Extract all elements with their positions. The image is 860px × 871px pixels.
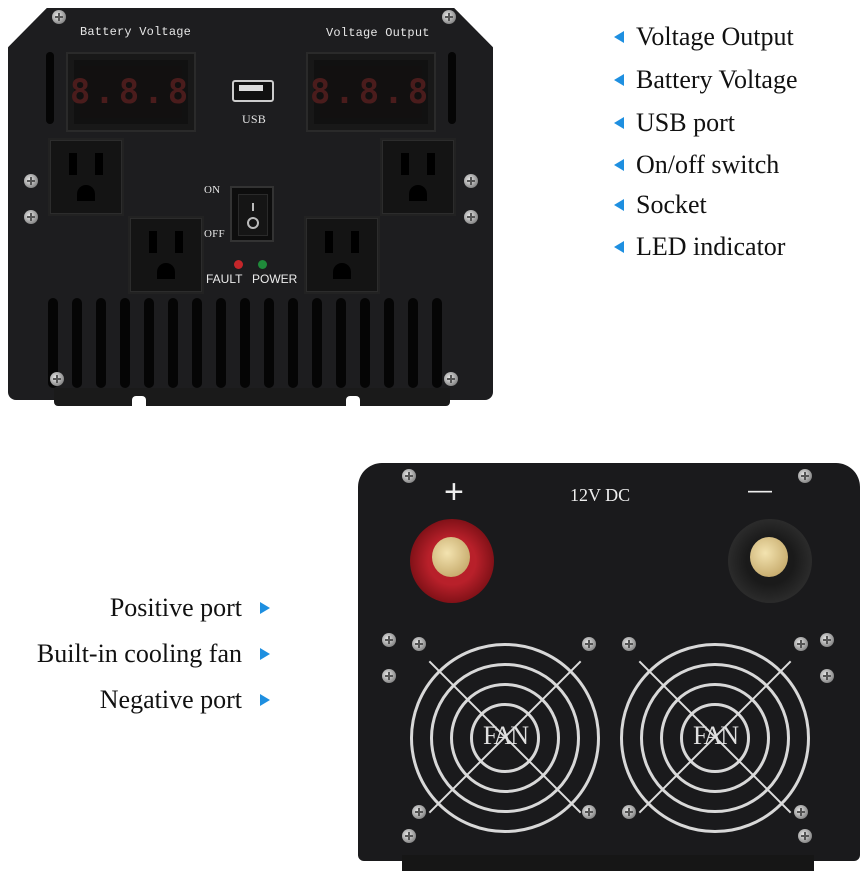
battery-voltage-readout: 8.8.8 <box>69 72 193 112</box>
foot-notch <box>346 396 360 406</box>
legend-on-off-switch: On/off switch <box>614 150 779 180</box>
off-label: OFF <box>204 228 225 240</box>
arrow-right-icon <box>260 694 270 706</box>
fan-label: FAN <box>692 721 739 750</box>
screw-icon <box>582 637 596 651</box>
screw-icon <box>820 633 834 647</box>
screw-icon <box>442 10 456 24</box>
power-rocker-switch[interactable] <box>230 186 274 242</box>
screw-icon <box>798 829 812 843</box>
legend-usb-port: USB port <box>614 108 735 138</box>
voltage-output-label: Voltage Output <box>326 26 430 40</box>
foot-notch <box>132 396 146 406</box>
inverter-front-panel: Battery Voltage Voltage Output 8.8.8 8.8… <box>8 4 496 406</box>
screw-icon <box>24 174 38 188</box>
screw-icon <box>412 637 426 651</box>
arrow-left-icon <box>614 199 624 211</box>
screw-icon <box>622 637 636 651</box>
screw-icon <box>50 372 64 386</box>
legend-voltage-output: Voltage Output <box>614 22 794 52</box>
cooling-fan-right: FAN <box>620 643 810 833</box>
arrow-left-icon <box>614 117 624 129</box>
side-slot <box>46 52 54 124</box>
battery-voltage-label: Battery Voltage <box>80 25 192 39</box>
screw-icon <box>464 210 478 224</box>
ac-socket-bottom-left[interactable] <box>130 218 202 292</box>
negative-symbol: — <box>748 477 772 504</box>
ac-socket-top-right[interactable] <box>382 140 454 214</box>
legend-led-indicator: LED indicator <box>614 232 785 262</box>
fault-label: FAULT <box>206 272 243 286</box>
legend-cooling-fan: Built-in cooling fan <box>37 639 270 669</box>
arrow-left-icon <box>614 31 624 43</box>
screw-icon <box>412 805 426 819</box>
arrow-left-icon <box>614 241 624 253</box>
screw-icon <box>382 669 396 683</box>
screw-icon <box>622 805 636 819</box>
fault-led-icon <box>234 260 243 269</box>
legend-negative-port: Negative port <box>100 685 270 715</box>
voltage-output-display: 8.8.8 <box>306 52 436 132</box>
screw-icon <box>402 829 416 843</box>
screw-icon <box>382 633 396 647</box>
screw-icon <box>52 10 66 24</box>
ac-socket-top-left[interactable] <box>50 140 122 214</box>
arrow-left-icon <box>614 159 624 171</box>
power-label: POWER <box>252 272 298 286</box>
arrow-right-icon <box>260 648 270 660</box>
arrow-right-icon <box>260 602 270 614</box>
rating-label: 12V DC <box>570 485 631 505</box>
screw-icon <box>464 174 478 188</box>
fan-label: FAN <box>482 721 529 750</box>
legend-positive-port: Positive port <box>110 593 270 623</box>
mounting-foot <box>402 855 814 871</box>
cooling-fan-left: FAN <box>410 643 600 833</box>
positive-terminal[interactable] <box>410 519 494 603</box>
usb-port-icon[interactable] <box>232 80 274 102</box>
screw-icon <box>582 805 596 819</box>
screw-icon <box>24 210 38 224</box>
screw-icon <box>820 669 834 683</box>
screw-icon <box>798 469 812 483</box>
arrow-left-icon <box>614 74 624 86</box>
usb-label: USB <box>242 112 266 126</box>
voltage-output-readout: 8.8.8 <box>309 72 433 112</box>
on-label: ON <box>204 184 221 196</box>
battery-voltage-display: 8.8.8 <box>66 52 196 132</box>
screw-icon <box>794 637 808 651</box>
mounting-foot <box>54 388 450 406</box>
power-led-icon <box>258 260 267 269</box>
ac-socket-bottom-right[interactable] <box>306 218 378 292</box>
screw-icon <box>794 805 808 819</box>
legend-battery-voltage: Battery Voltage <box>614 65 798 95</box>
screw-icon <box>444 372 458 386</box>
positive-symbol: + <box>444 473 464 511</box>
screw-icon <box>402 469 416 483</box>
negative-terminal[interactable] <box>728 519 812 603</box>
inverter-rear-panel: + 12V DC — FAN FAN <box>358 463 860 871</box>
legend-socket: Socket <box>614 190 707 220</box>
side-slot <box>448 52 456 124</box>
